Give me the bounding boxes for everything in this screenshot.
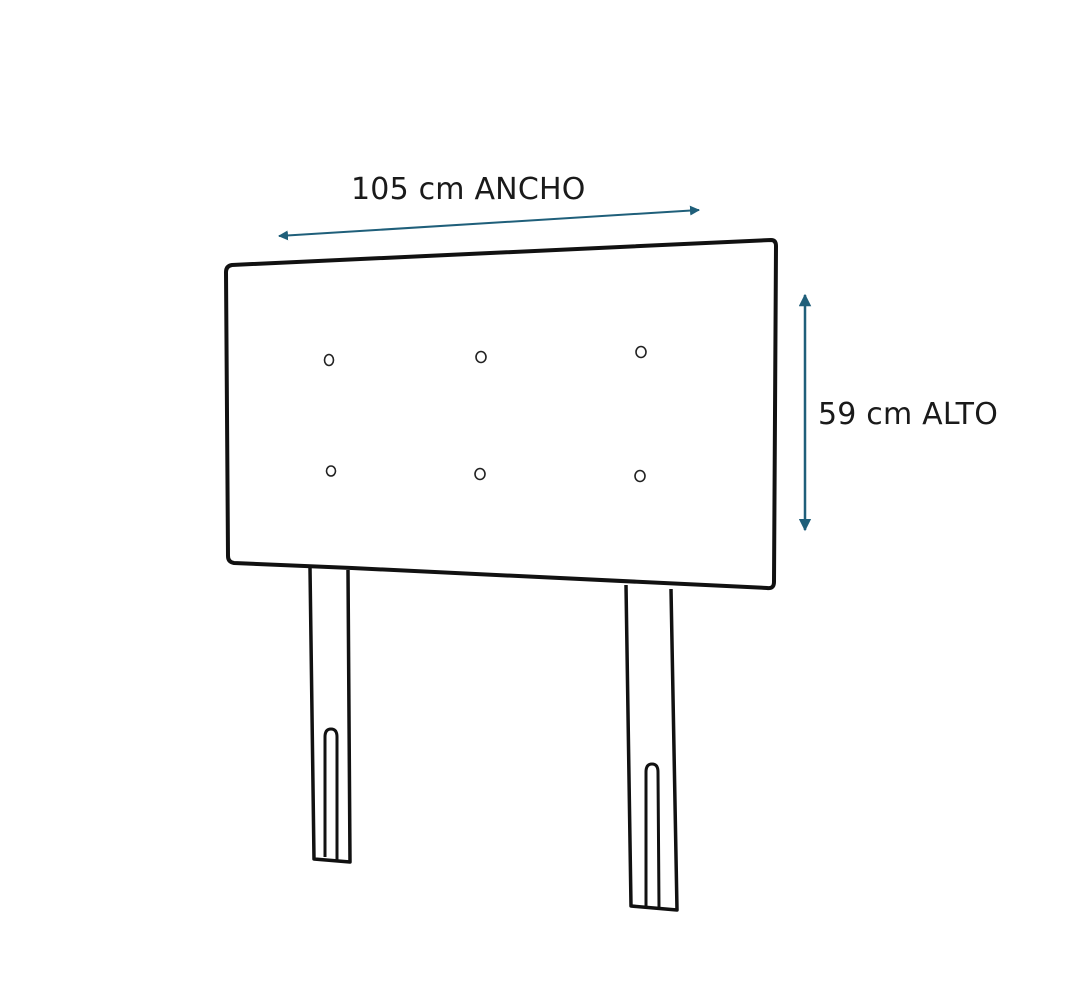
left-leg-slot [323, 727, 339, 860]
tuft-button [634, 469, 646, 483]
tuft-button [323, 353, 335, 367]
headboard-panel [224, 238, 778, 591]
right-leg [624, 584, 679, 912]
left-leg [308, 567, 352, 864]
right-leg-slot [644, 762, 661, 909]
tuft-button [474, 467, 486, 481]
tuft-button [635, 345, 647, 359]
tuft-button [475, 350, 487, 364]
height-dimension-label: 59 cm ALTO [818, 397, 999, 432]
width-dimension-label: 105 cm ANCHO [351, 172, 586, 207]
tuft-button [325, 465, 337, 477]
width-arrow [278, 205, 700, 241]
